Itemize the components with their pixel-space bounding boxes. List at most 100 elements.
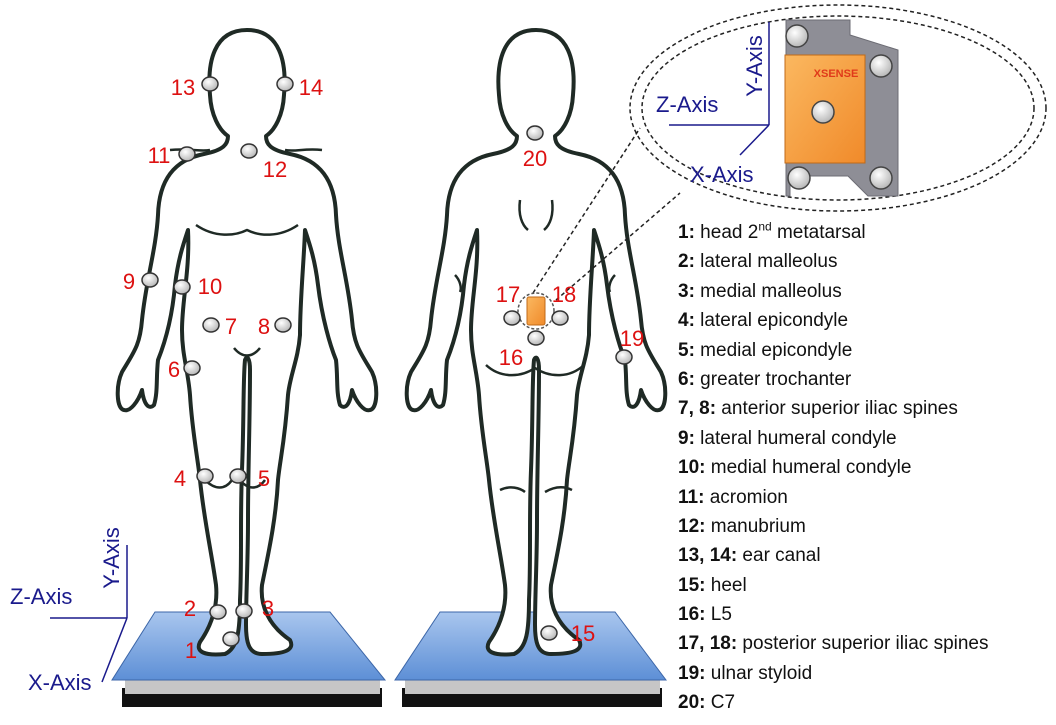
front-marker-label-8: 8 — [258, 314, 270, 339]
legend-item: 15: heel — [678, 571, 1056, 600]
front-marker-4 — [197, 469, 213, 483]
legend-number: 7, 8: — [678, 398, 716, 419]
legend-number: 16: — [678, 604, 705, 625]
legend-text: ear canal — [737, 545, 820, 566]
back-marker-17 — [504, 311, 520, 325]
legend-item: 9: lateral humeral condyle — [678, 424, 1056, 453]
legend-text: manubrium — [705, 516, 805, 537]
front-marker-10 — [174, 280, 190, 294]
sensor-small — [527, 297, 545, 325]
front-marker-label-10: 10 — [198, 274, 222, 299]
legend-item: 19: ulnar styloid — [678, 659, 1056, 688]
front-marker-5 — [230, 469, 246, 483]
back-marker-16 — [528, 331, 544, 345]
inset-x-axis-label: X-Axis — [690, 162, 754, 187]
legend-text: lateral malleolus — [695, 251, 838, 272]
left-x-axis-label: X-Axis — [28, 670, 92, 695]
legend-text: medial epicondyle — [695, 340, 852, 361]
legend-text: head 2 — [695, 222, 758, 243]
front-marker-14 — [277, 77, 293, 91]
xsense-sensor: XSENSE — [785, 20, 898, 196]
legend-text: acromion — [704, 487, 787, 508]
legend-number: 12: — [678, 516, 705, 537]
front-marker-label-12: 12 — [263, 157, 287, 182]
front-marker-label-9: 9 — [123, 269, 135, 294]
back-marker-15 — [541, 626, 557, 640]
front-marker-2 — [210, 605, 226, 619]
front-body-figure — [118, 30, 377, 655]
legend-item: 4: lateral epicondyle — [678, 306, 1056, 335]
legend-text: lateral humeral condyle — [695, 428, 897, 449]
back-marker-label-17: 17 — [496, 282, 520, 307]
legend-item: 11: acromion — [678, 483, 1056, 512]
left-z-axis-label: Z-Axis — [10, 584, 72, 609]
front-marker-7 — [203, 318, 219, 332]
legend-number: 5: — [678, 340, 695, 361]
front-marker-9 — [142, 273, 158, 287]
front-marker-label-1: 1 — [185, 638, 197, 663]
legend-number: 19: — [678, 663, 705, 684]
legend-item: 5: medial epicondyle — [678, 336, 1056, 365]
back-marker-19 — [616, 350, 632, 364]
front-marker-11 — [179, 147, 195, 161]
front-marker-label-2: 2 — [184, 596, 196, 621]
legend-number: 20: — [678, 692, 705, 713]
front-marker-13 — [202, 77, 218, 91]
front-marker-label-5: 5 — [258, 466, 270, 491]
front-marker-label-6: 6 — [168, 357, 180, 382]
front-marker-1 — [223, 632, 239, 646]
inset-z-axis-label: Z-Axis — [656, 92, 718, 117]
legend-number: 2: — [678, 251, 695, 272]
back-marker-label-18: 18 — [552, 282, 576, 307]
front-marker-label-4: 4 — [174, 466, 186, 491]
legend-text: posterior superior iliac spines — [737, 633, 988, 654]
legend-text: C7 — [705, 692, 735, 713]
inset-y-axis-label: Y-Axis — [742, 35, 767, 97]
legend-text: heel — [705, 575, 746, 596]
legend-text: medial malleolus — [695, 281, 842, 302]
left-y-axis-label: Y-Axis — [99, 527, 124, 589]
front-marker-label-3: 3 — [262, 596, 274, 621]
legend-text: ulnar styloid — [705, 663, 812, 684]
legend-item: 12: manubrium — [678, 512, 1056, 541]
back-marker-label-15: 15 — [571, 621, 595, 646]
legend-item: 20: C7 — [678, 688, 1056, 717]
legend-text: greater trochanter — [695, 369, 851, 390]
legend-number: 1: — [678, 222, 695, 243]
legend-superscript: nd — [758, 220, 771, 234]
legend-number: 15: — [678, 575, 705, 596]
legend-number: 6: — [678, 369, 695, 390]
sensor-brand: XSENSE — [814, 68, 859, 80]
legend-number: 10: — [678, 457, 705, 478]
back-marker-20 — [527, 126, 543, 140]
legend-number: 17, 18: — [678, 633, 737, 654]
legend-item: 13, 14: ear canal — [678, 541, 1056, 570]
legend-item: 6: greater trochanter — [678, 365, 1056, 394]
legend-number: 3: — [678, 281, 695, 302]
legend-number: 13, 14: — [678, 545, 737, 566]
legend-item: 17, 18: posterior superior iliac spines — [678, 629, 1056, 658]
back-marker-18 — [552, 311, 568, 325]
back-marker-label-19: 19 — [620, 326, 644, 351]
legend-item: 1: head 2nd metatarsal — [678, 218, 1056, 247]
legend-item: 10: medial humeral condyle — [678, 453, 1056, 482]
front-marker-8 — [275, 318, 291, 332]
front-marker-label-7: 7 — [225, 314, 237, 339]
legend-text: medial humeral condyle — [705, 457, 911, 478]
legend-text: L5 — [705, 604, 731, 625]
back-marker-label-16: 16 — [499, 345, 523, 370]
legend-item: 3: medial malleolus — [678, 277, 1056, 306]
legend-number: 4: — [678, 310, 695, 331]
legend-number: 11: — [678, 487, 704, 508]
legend-item: 2: lateral malleolus — [678, 247, 1056, 276]
front-marker-label-14: 14 — [299, 75, 323, 100]
back-marker-label-20: 20 — [523, 146, 547, 171]
legend-text: anterior superior iliac spines — [716, 398, 958, 419]
front-marker-label-11: 11 — [148, 143, 171, 168]
legend-item: 16: L5 — [678, 600, 1056, 629]
legend-text-tail: metatarsal — [772, 222, 866, 243]
back-force-plate — [395, 612, 666, 707]
legend-item: 7, 8: anterior superior iliac spines — [678, 394, 1056, 423]
legend-text: lateral epicondyle — [695, 310, 848, 331]
